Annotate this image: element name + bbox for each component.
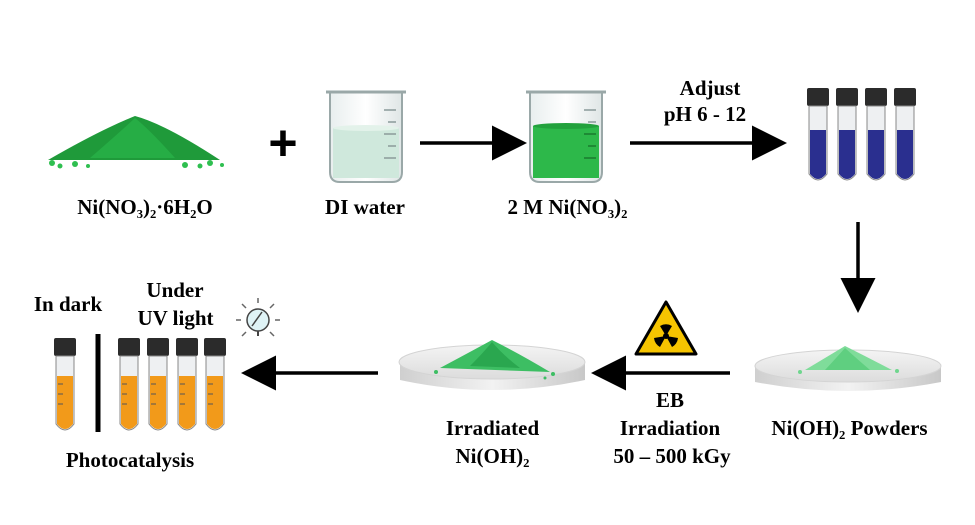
photocatalysis-label: Photocatalysis xyxy=(65,448,195,472)
beaker-icon xyxy=(326,90,406,183)
petri-dish-icon xyxy=(398,340,586,390)
in-dark-label: In dark xyxy=(33,292,103,316)
irradiated-label: Irradiated xyxy=(445,416,540,440)
irradiated-nioh-label: Ni(OH)₂ xyxy=(455,444,530,468)
ph-label: pH 6 - 12 xyxy=(663,102,747,126)
powders-label: Ni(OH)₂ Powders xyxy=(771,416,928,440)
under-label: Under xyxy=(146,278,204,302)
precursor-label: Ni(NO₃)₂·6H₂O xyxy=(77,195,213,219)
dose-label: 50 – 500 kGy xyxy=(613,444,731,468)
test-tube-icon xyxy=(118,338,226,431)
test-tube-icon xyxy=(807,88,916,181)
solution-label: 2 M Ni(NO₃)₂ xyxy=(507,195,628,219)
test-tube-icon xyxy=(54,338,76,431)
eb-label: EB xyxy=(655,388,684,412)
uv-lamp-icon xyxy=(236,298,280,337)
petri-dish-icon xyxy=(754,346,942,391)
uv-light-label: UV light xyxy=(137,306,214,330)
di-water-label: DI water xyxy=(325,195,405,219)
irradiation-label: Irradiation xyxy=(619,416,721,440)
radiation-warning-icon xyxy=(634,300,698,356)
green-powder-pile-icon xyxy=(48,116,224,169)
plus-sign: + xyxy=(268,115,297,171)
adjust-label: Adjust xyxy=(679,76,741,100)
beaker-icon xyxy=(526,90,606,183)
